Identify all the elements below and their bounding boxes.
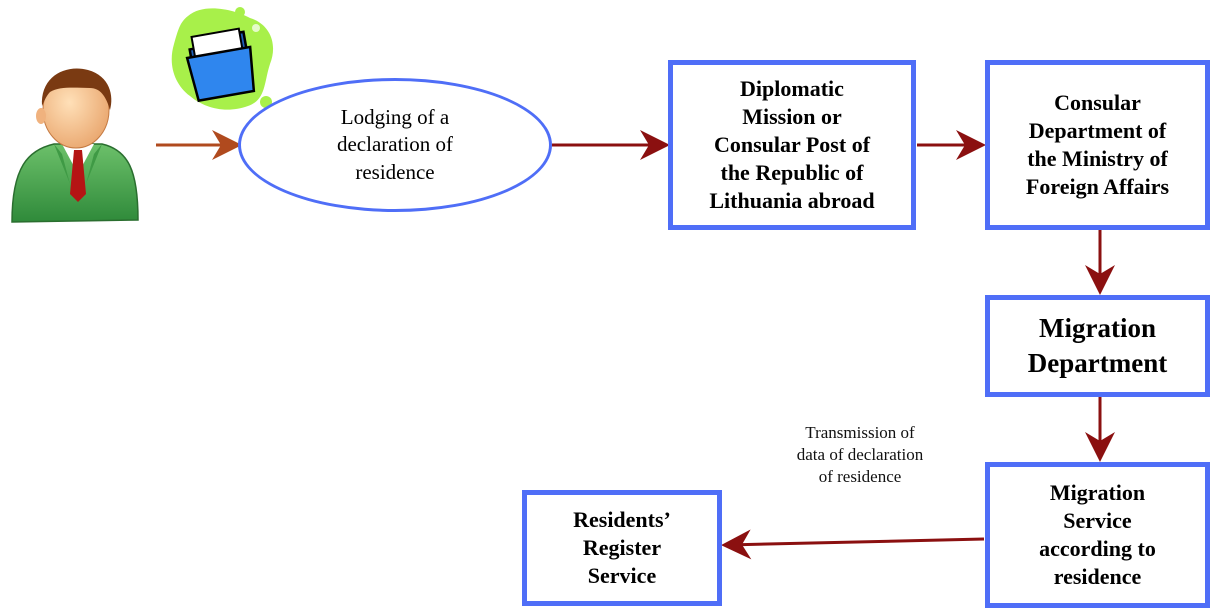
residents-register-box: Residents’ Register Service (522, 490, 722, 606)
transmission-label: Transmission of data of declaration of r… (796, 423, 924, 486)
arrow-service-to-residents-register (721, 529, 985, 560)
migration-department-box: Migration Department (985, 295, 1210, 397)
folder-icon (171, 7, 274, 110)
person-icon (11, 68, 144, 225)
consular-department-box: Consular Department of the Ministry of F… (985, 60, 1210, 230)
lodging-declaration-oval: Lodging of a declaration of residence (238, 78, 552, 212)
migration-service-box: Migration Service according to residence (985, 462, 1210, 608)
diplomatic-mission-box: Diplomatic Mission or Consular Post of t… (668, 60, 916, 230)
